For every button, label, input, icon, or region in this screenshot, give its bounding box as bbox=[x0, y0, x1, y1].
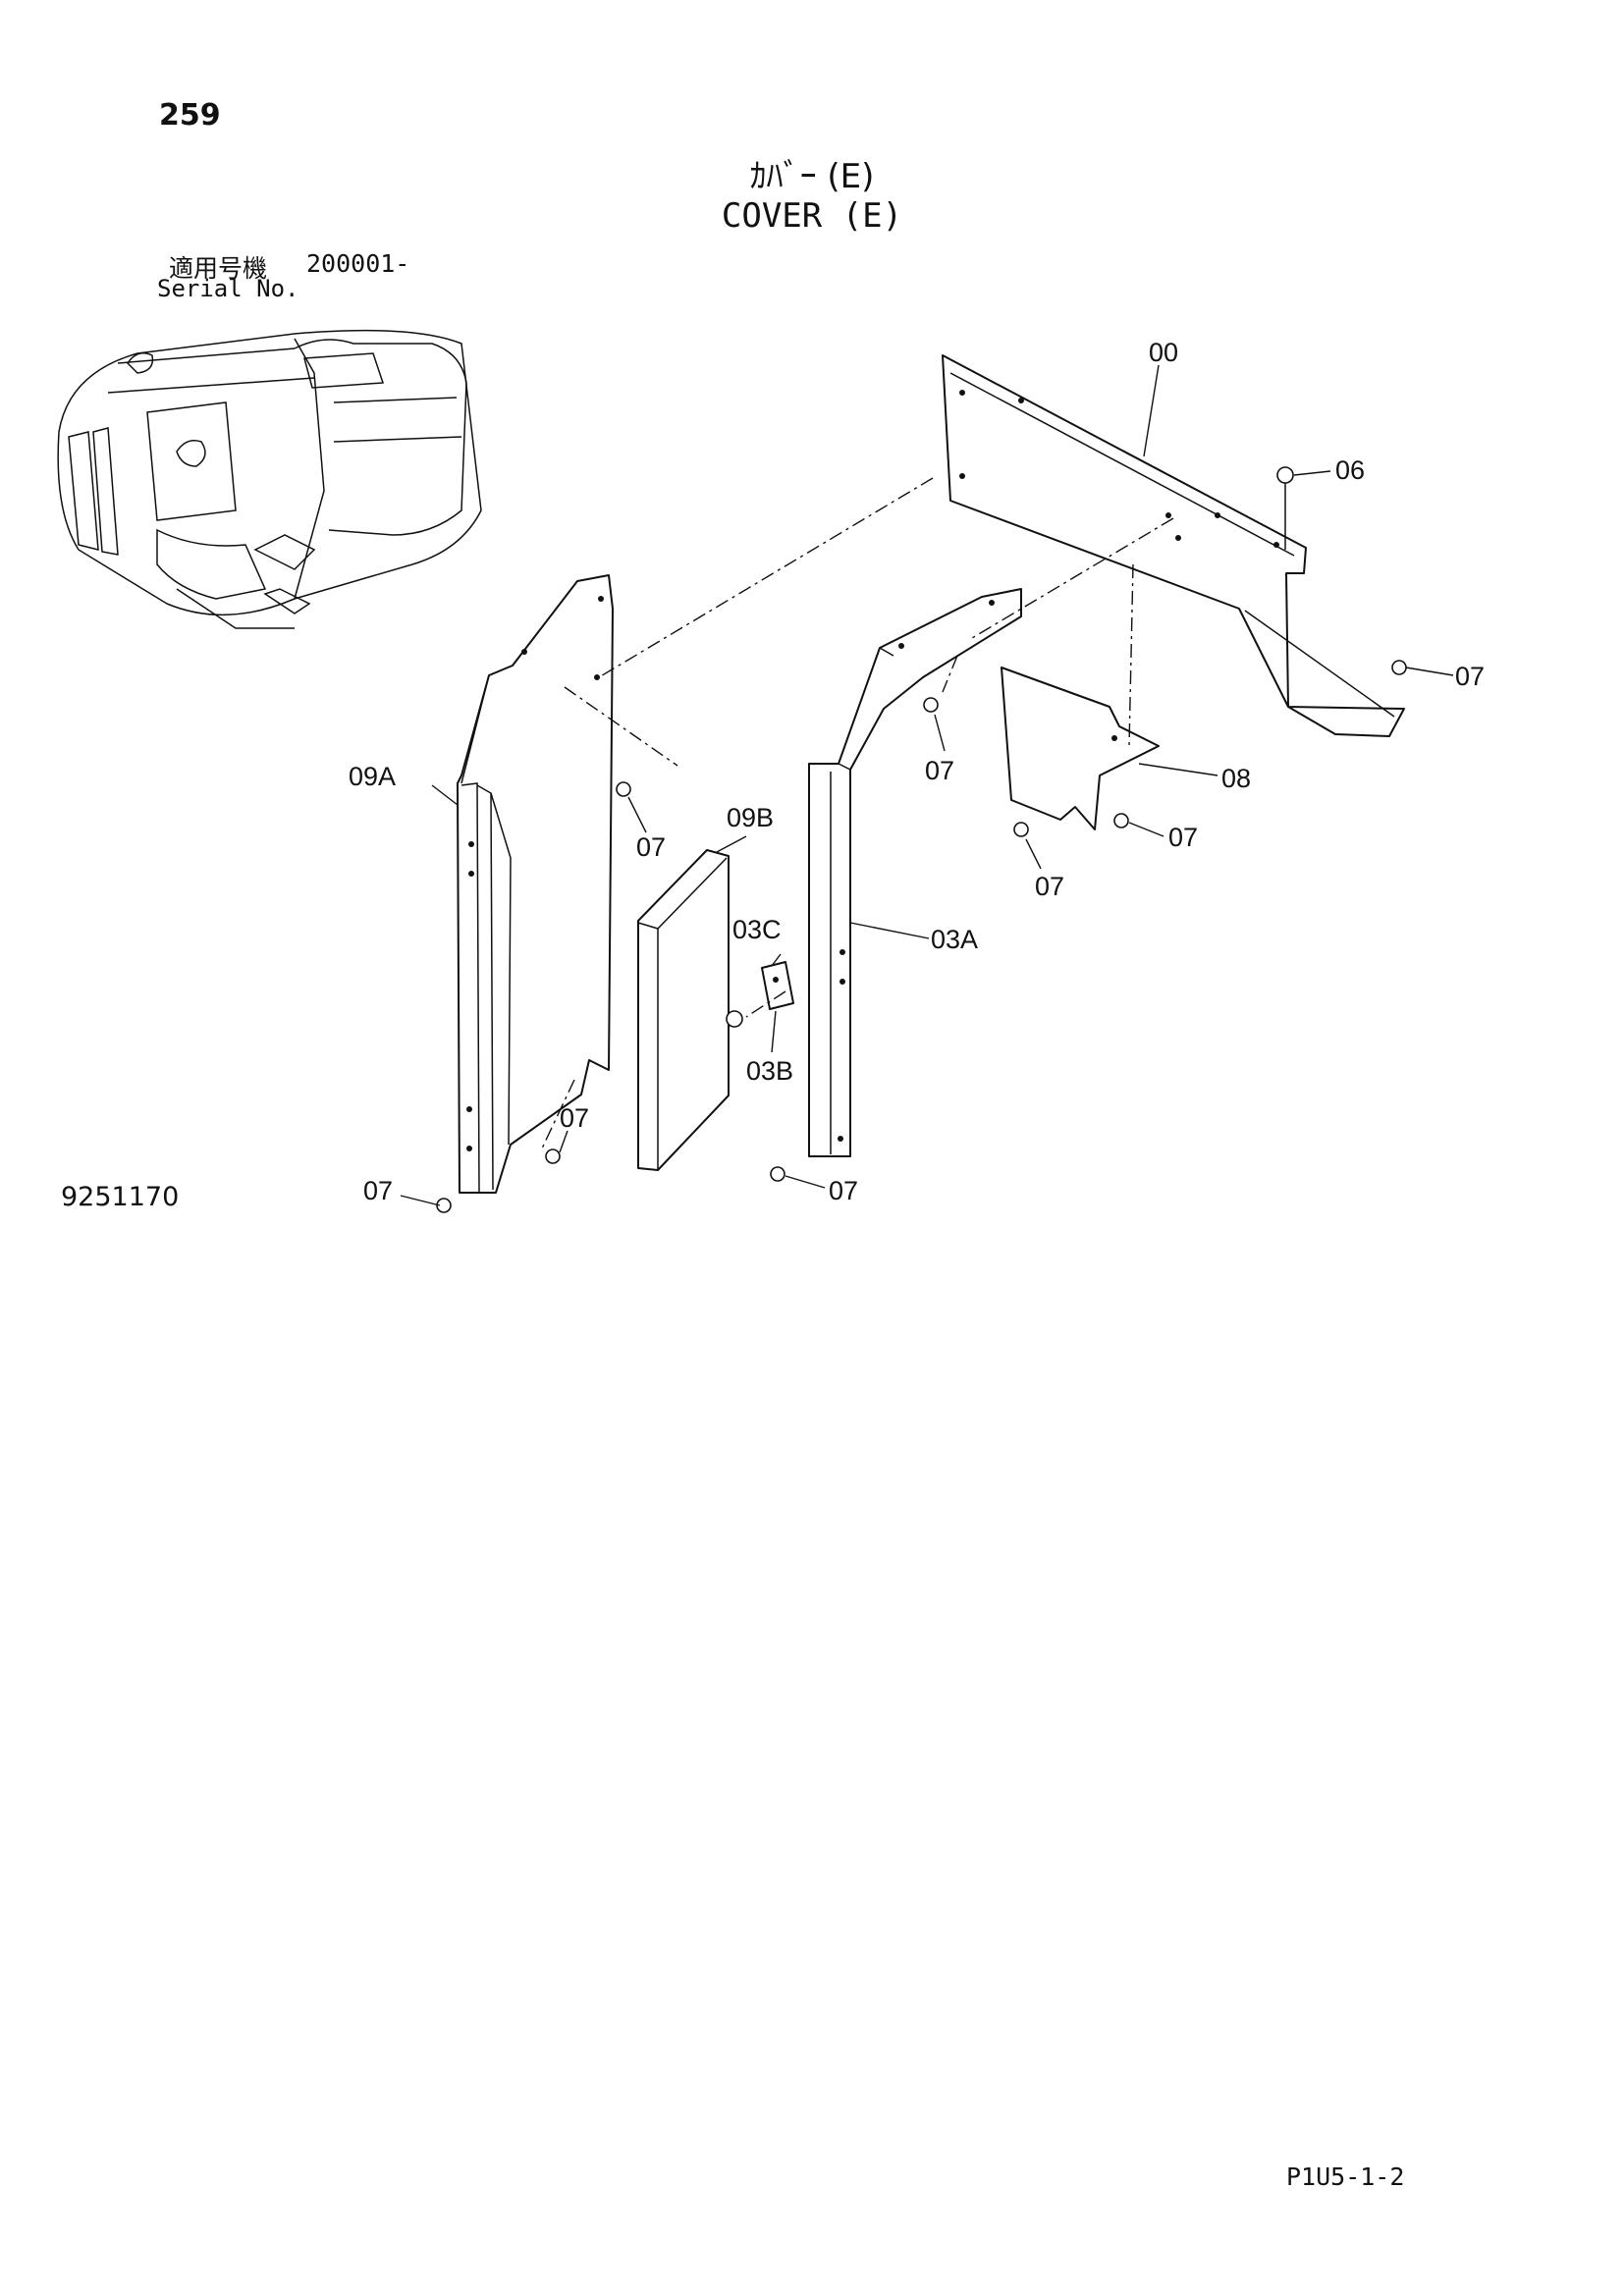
part-00-cover bbox=[942, 354, 1405, 737]
callout-07: 07 bbox=[636, 832, 666, 862]
callout-labels: 00 06 07 07 08 07 07 09A 07 09B 03A 03C … bbox=[349, 338, 1485, 1205]
part-03B-bracket bbox=[761, 961, 794, 1010]
callout-00: 00 bbox=[1149, 338, 1178, 367]
exploded-parts-diagram: 00 06 07 07 08 07 07 09A 07 09B 03A 03C … bbox=[57, 329, 1485, 1213]
callout-07: 07 bbox=[560, 1103, 589, 1133]
callout-07: 07 bbox=[829, 1176, 858, 1205]
serial-label-japanese: 適用号機 bbox=[169, 254, 268, 283]
page-code: P1U5-1-2 bbox=[1286, 2163, 1405, 2191]
bolt-07-icon bbox=[923, 697, 939, 713]
callout-09A: 09A bbox=[349, 762, 396, 791]
callout-03C: 03C bbox=[732, 915, 782, 944]
callout-07: 07 bbox=[1168, 823, 1198, 852]
machine-location-thumbnail bbox=[57, 329, 482, 629]
callout-03B: 03B bbox=[746, 1056, 793, 1086]
bolt-07-icon bbox=[770, 1166, 785, 1182]
callout-07: 07 bbox=[925, 756, 954, 785]
page-number: 259 bbox=[159, 98, 221, 133]
callout-03A: 03A bbox=[931, 925, 978, 954]
assembly-dash-lines bbox=[541, 477, 1174, 1149]
part-03A-post bbox=[808, 588, 1022, 1157]
callout-09B: 09B bbox=[727, 803, 774, 832]
bolt-07-icon bbox=[1391, 660, 1407, 675]
callout-07: 07 bbox=[363, 1176, 393, 1205]
callout-07: 07 bbox=[1455, 662, 1485, 691]
bolt-07-icon bbox=[545, 1148, 561, 1164]
callout-08: 08 bbox=[1221, 764, 1251, 793]
part-09A-cover bbox=[457, 574, 614, 1194]
bolt-06-icon bbox=[1276, 466, 1294, 550]
title-japanese: ｶﾊﾞｰ (E) bbox=[749, 157, 875, 196]
bolt-07-icon bbox=[616, 781, 631, 797]
part-09B-pad bbox=[637, 849, 730, 1171]
leader-lines bbox=[400, 364, 1454, 1206]
drawing-number: 9251170 bbox=[61, 1182, 180, 1212]
bolt-07-icon bbox=[436, 1198, 452, 1213]
bolt-07-icon bbox=[726, 1010, 743, 1028]
title-english: COVER (E) bbox=[721, 196, 903, 236]
bolt-07-icon bbox=[1013, 822, 1029, 837]
serial-number-range: 200001- bbox=[306, 249, 410, 278]
callout-07: 07 bbox=[1035, 872, 1064, 901]
serial-label-english: Serial No. bbox=[157, 275, 299, 302]
callout-06: 06 bbox=[1335, 455, 1365, 485]
bolt-07-icon bbox=[1113, 813, 1129, 828]
bolt-fasteners bbox=[436, 466, 1407, 1213]
part-08-plate bbox=[1001, 667, 1160, 830]
